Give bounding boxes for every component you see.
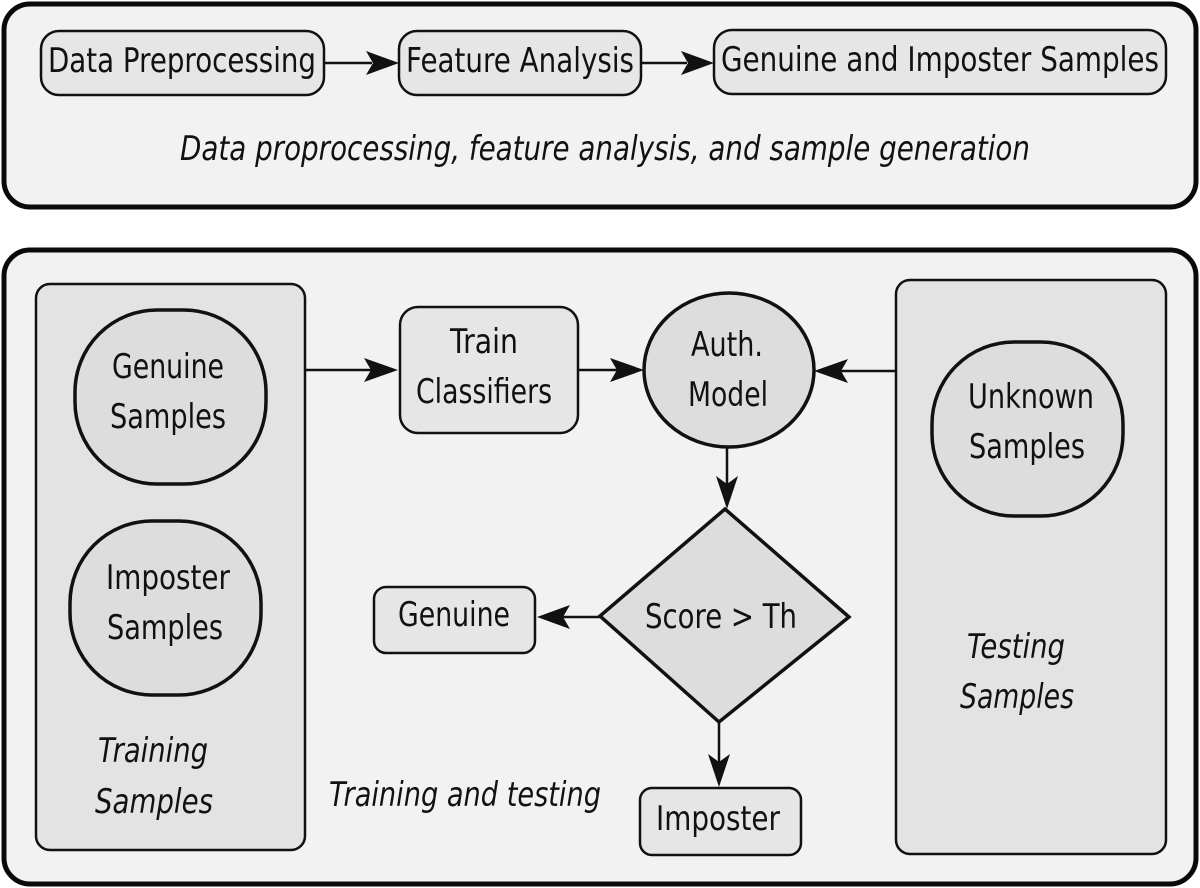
feature-analysis-label: Feature Analysis xyxy=(406,41,634,81)
score-threshold-label: Score > Th xyxy=(645,597,797,637)
genuine-imposter-samples-box xyxy=(712,28,1168,96)
imposter-samples-line2: Samples xyxy=(107,608,223,648)
auth-model-line1: Auth. xyxy=(691,325,763,365)
preprocessing-to-features-arrowhead xyxy=(366,51,399,75)
genuine-samples-node xyxy=(73,308,268,486)
genuine-samples-line2: Samples xyxy=(110,397,226,437)
unknown-samples-line2: Samples xyxy=(969,427,1085,467)
train-classifiers-line2: Classifiers xyxy=(416,372,552,412)
train-classifiers-line1: Train xyxy=(449,322,518,362)
genuine-samples-line1: Genuine xyxy=(112,347,224,387)
decision-to-genuine-arrowhead xyxy=(537,605,570,629)
training-samples-caption-line2: Samples xyxy=(95,782,213,822)
unknown-samples-line1: Unknown xyxy=(968,377,1094,417)
imposter-outcome-label: Imposter xyxy=(656,799,780,839)
genuine-imposter-samples-label: Genuine and Imposter Samples xyxy=(721,40,1159,80)
unknown-samples-node xyxy=(930,340,1125,518)
training-samples-caption-line1: Training xyxy=(98,731,208,771)
auth-model-node xyxy=(642,291,816,449)
classifiers-to-model-arrowhead xyxy=(610,358,644,382)
genuine-outcome-box xyxy=(372,585,537,655)
bottom-panel: Genuine Samples Imposter Samples Trainin… xyxy=(1,247,1199,887)
training-to-classifiers-arrowhead xyxy=(364,358,398,382)
top-panel: Data Preprocessing Feature Analysis Genu… xyxy=(1,1,1199,210)
top-panel-caption: Data proprocessing, feature analysis, an… xyxy=(180,129,1030,169)
imposter-samples-line1: Imposter xyxy=(106,558,230,598)
decision-to-imposter-arrowhead xyxy=(708,754,730,787)
genuine-outcome-label: Genuine xyxy=(398,595,510,635)
imposter-samples-node xyxy=(68,519,263,697)
auth-model-line2: Model xyxy=(688,375,768,415)
model-to-decision-arrowhead xyxy=(716,476,738,509)
testing-to-model-arrowhead xyxy=(814,359,848,383)
testing-samples-caption-line2: Samples xyxy=(960,677,1074,717)
testing-samples-caption-line1: Testing xyxy=(967,627,1065,667)
data-preprocessing-label: Data Preprocessing xyxy=(48,41,316,81)
features-to-samples-arrowhead xyxy=(681,51,714,75)
training-testing-caption: Training and testing xyxy=(329,775,601,815)
imposter-outcome-box xyxy=(638,786,803,857)
